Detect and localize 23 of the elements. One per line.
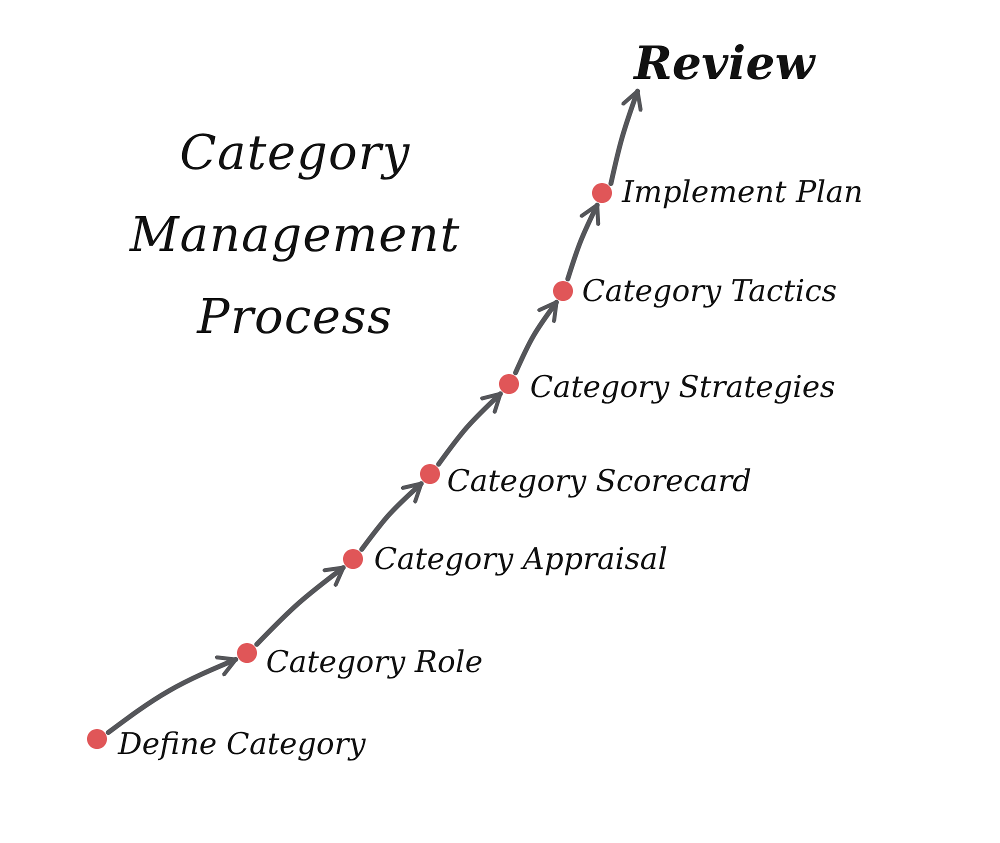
dot-icon xyxy=(553,281,573,301)
arrow xyxy=(608,88,643,186)
step-label: Implement Plan xyxy=(622,176,863,210)
dot-icon xyxy=(499,374,519,394)
step-label: Review xyxy=(632,36,817,92)
step-label: Category Role xyxy=(266,646,483,680)
arrow xyxy=(565,202,600,282)
arrow xyxy=(106,655,238,736)
step-label: Category Scorecard xyxy=(447,464,752,500)
arrow xyxy=(359,481,424,552)
dot-icon xyxy=(420,464,440,484)
arrow xyxy=(436,391,503,467)
step-label: Category Tactics xyxy=(582,274,837,310)
step-label: Category Appraisal xyxy=(374,542,668,578)
diagram-title: Category Management Process xyxy=(128,124,462,347)
step-label: Category Strategies xyxy=(530,370,836,406)
arrow xyxy=(513,300,559,376)
step-label: Define Category xyxy=(118,728,366,762)
arrow xyxy=(254,565,346,647)
dot-icon xyxy=(87,729,107,749)
dot-icon xyxy=(343,549,363,569)
dot-icon xyxy=(592,183,612,203)
dot-icon xyxy=(237,643,257,663)
